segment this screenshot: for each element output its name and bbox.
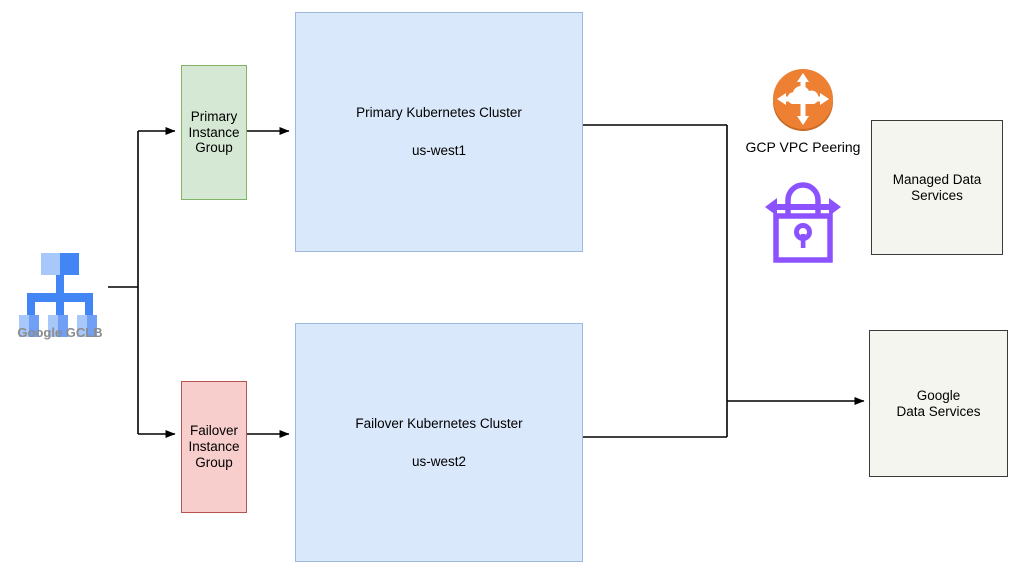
google-cloud-load-balancer-icon <box>12 247 108 343</box>
failover-cluster-title: Failover Kubernetes Cluster <box>355 415 523 431</box>
failover-kubernetes-cluster-box[interactable]: Failover Kubernetes Cluster us-west2 <box>295 323 583 562</box>
vpn-lock-icon <box>761 174 845 266</box>
primary-cluster-region: us-west1 <box>411 143 467 158</box>
gclb-label: Google GCLB <box>17 325 103 340</box>
primary-cluster-title: Primary Kubernetes Cluster <box>356 105 522 121</box>
managed-data-line2: Services <box>911 187 963 203</box>
vpc-peering-icon <box>769 66 837 134</box>
vpc-peering-label: GCP VPC Peering <box>745 139 861 155</box>
failover-ig-line3: Group <box>195 454 233 470</box>
failover-cluster-region: us-west2 <box>411 453 467 469</box>
managed-data-services-box[interactable]: Managed Data Services <box>871 120 1003 255</box>
google-data-line1: Google <box>916 387 961 403</box>
google-data-services-box[interactable]: Google Data Services <box>869 330 1008 477</box>
google-data-line2: Data Services <box>896 403 981 419</box>
failover-ig-line2: Instance <box>188 439 240 455</box>
primary-instance-group-box[interactable]: Primary Instance Group <box>181 65 247 200</box>
primary-kubernetes-cluster-box[interactable]: Primary Kubernetes Cluster us-west1 <box>295 12 583 252</box>
primary-ig-line2: Instance <box>188 124 240 140</box>
primary-ig-line1: Primary <box>190 108 238 124</box>
failover-instance-group-box[interactable]: Failover Instance Group <box>181 381 247 513</box>
failover-ig-line1: Failover <box>189 423 238 439</box>
primary-ig-line3: Group <box>195 140 233 156</box>
managed-data-line1: Managed Data <box>892 171 982 187</box>
